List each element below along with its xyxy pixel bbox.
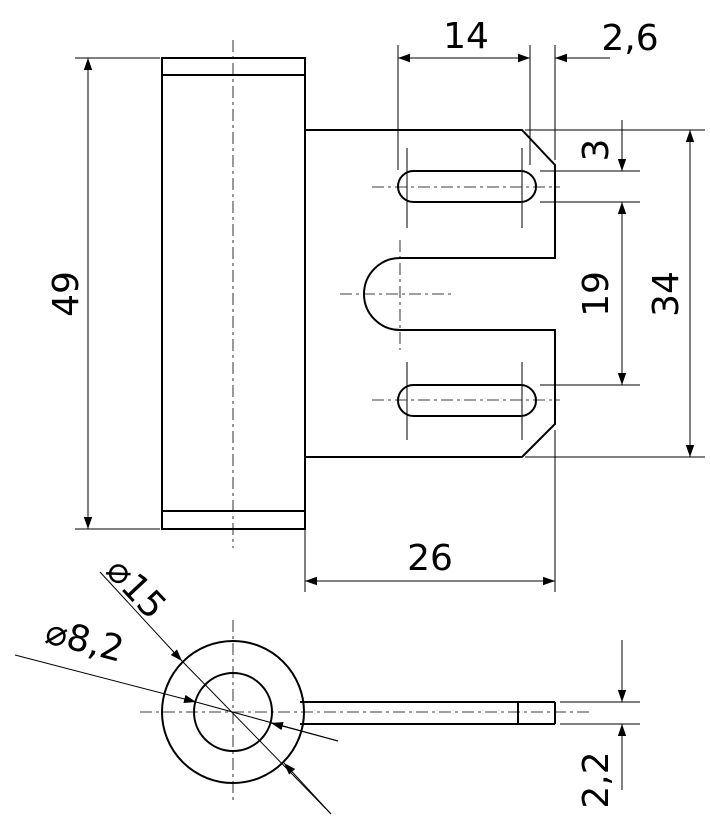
center-lines xyxy=(232,40,560,548)
dim-3: 3 xyxy=(576,139,617,162)
dim-26: 26 xyxy=(407,538,453,579)
dim-19: 19 xyxy=(576,271,617,317)
thickness-dimension xyxy=(560,640,640,790)
top-center-lines xyxy=(140,620,590,800)
dim-49: 49 xyxy=(46,271,87,317)
hinge-barrel xyxy=(161,57,306,530)
svg-text:⌀8,2: ⌀8,2 xyxy=(41,611,128,670)
lower-slot xyxy=(397,384,537,417)
dimension-lines xyxy=(83,53,695,586)
top-view: ⌀15 ⌀8,2 2,2 xyxy=(14,550,640,815)
front-view: 49 14 2,6 3 19 34 26 xyxy=(46,16,705,592)
dim-8-2: 8,2 xyxy=(62,617,128,671)
dim-14: 14 xyxy=(443,16,489,57)
hinge-plate xyxy=(305,129,556,458)
upper-slot xyxy=(397,170,537,203)
svg-text:⌀15: ⌀15 xyxy=(98,550,174,627)
dim-34: 34 xyxy=(646,271,687,317)
dim-2-2: 2,2 xyxy=(576,751,617,808)
dia-8-2-label: ⌀8,2 xyxy=(41,611,128,670)
extension-lines xyxy=(75,45,705,592)
dim-2-6: 2,6 xyxy=(601,18,658,59)
diameter-leaders xyxy=(14,571,339,815)
dia-15-label: ⌀15 xyxy=(98,550,174,627)
plate-side-view xyxy=(300,701,556,725)
